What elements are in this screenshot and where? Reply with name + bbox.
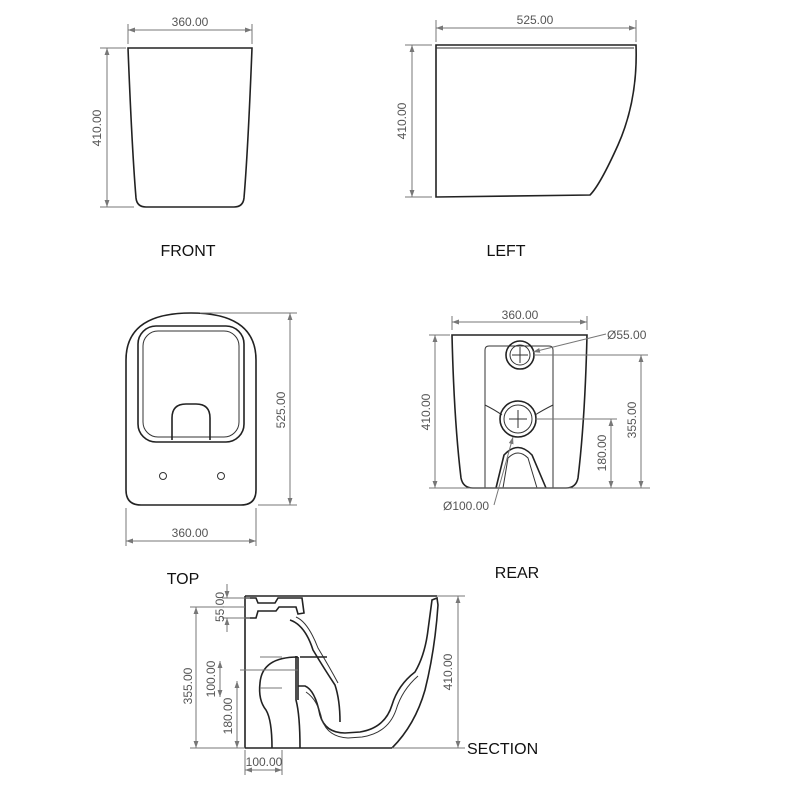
outlet-spigot: [258, 656, 301, 749]
rim-inner: [289, 619, 341, 723]
rear-width-value: 360.00: [502, 308, 539, 322]
rear-panel: [484, 345, 554, 488]
front-outline: [127, 47, 253, 208]
inlet-height-value: 355.00: [625, 401, 639, 438]
left-view-label: LEFT: [486, 243, 525, 260]
section-outlet-height-value: 180.00: [221, 697, 235, 734]
left-outline: [435, 44, 637, 198]
outlet-diameter-leader: [493, 436, 514, 506]
rear-height-value: 410.00: [419, 393, 433, 430]
front-view: 360.00 410.00 FRONT: [90, 15, 253, 260]
rear-view: 360.00 410.00 355.00 180.00 Ø55.00 Ø100.…: [419, 308, 650, 582]
section-outlet-offset-value: 100.00: [246, 755, 283, 769]
outlet-diameter-value: Ø100.00: [443, 499, 489, 513]
section-height-value: 410.00: [441, 653, 455, 690]
section-view-label: SECTION: [467, 741, 538, 758]
front-view-label: FRONT: [160, 243, 215, 260]
outlet-height-value: 180.00: [595, 434, 609, 471]
section-inlet-height-value: 355.00: [181, 667, 195, 704]
inlet-diameter-leader: [532, 333, 607, 353]
hinge-hole-right: [217, 472, 225, 480]
seat-handle: [171, 403, 211, 440]
section-outlet-size-value: 100.00: [204, 660, 218, 697]
left-view: 525.00 410.00 LEFT: [395, 13, 637, 260]
seat-outline: [137, 325, 245, 443]
inlet-diameter-value: Ø55.00: [607, 328, 647, 342]
front-height-value: 410.00: [90, 109, 104, 146]
rear-view-label: REAR: [495, 565, 539, 582]
top-width-value: 360.00: [172, 526, 209, 540]
left-depth-value: 525.00: [517, 13, 554, 27]
front-width-value: 360.00: [172, 15, 209, 29]
left-height-value: 410.00: [395, 102, 409, 139]
outlet-arch: [495, 446, 547, 489]
inlet-pipe: [245, 597, 305, 619]
top-view-label: TOP: [167, 571, 200, 588]
top-outline: [125, 312, 257, 506]
trapway: [298, 596, 439, 749]
top-view: 360.00 525.00 TOP: [125, 312, 297, 588]
section-view: 55.00 355.00 100.00 180.00 410.00 100.00…: [181, 584, 538, 775]
top-depth-value: 525.00: [274, 391, 288, 428]
hinge-hole-left: [159, 472, 167, 480]
